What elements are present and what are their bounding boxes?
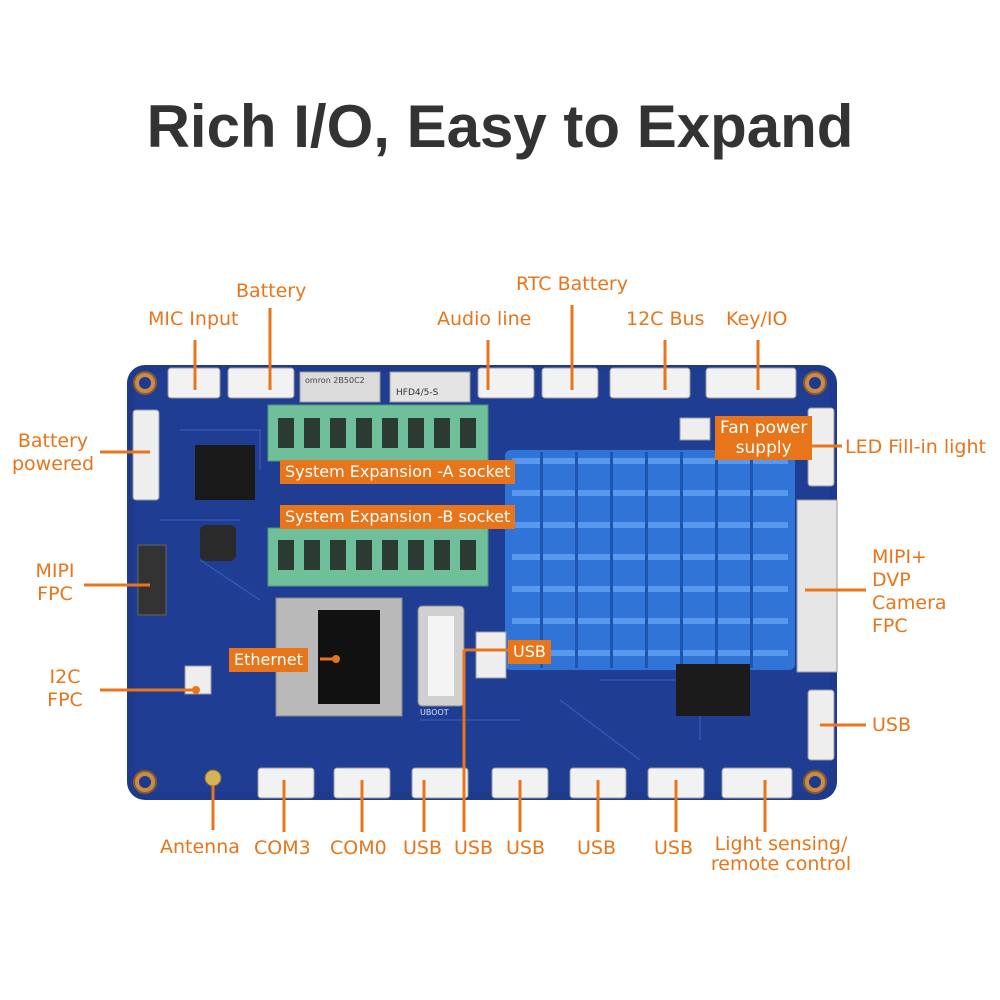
- relay: [299, 371, 381, 403]
- label-i2c-bus: 12C Bus: [626, 308, 705, 330]
- silkscreen-uboot: UBOOT: [420, 708, 449, 717]
- camera-fpc-connector: [796, 499, 838, 673]
- fan-connector: [679, 417, 711, 441]
- page-title: Rich I/O, Easy to Expand: [146, 93, 854, 160]
- label-expansion-b: System Expansion -B socket: [280, 505, 516, 529]
- label-light-sensing: Light sensing/ remote control: [710, 833, 852, 875]
- label-battery: Battery: [236, 280, 307, 302]
- label-mipi-dvp-camera-fpc: MIPI+ DVP Camera FPC: [872, 546, 947, 637]
- terminal-block-a: [267, 404, 489, 462]
- label-usb-bottom-1: USB: [403, 837, 443, 859]
- label-com3: COM3: [254, 837, 311, 859]
- label-antenna: Antenna: [160, 836, 240, 858]
- chip: [676, 664, 750, 716]
- label-battery-powered: Battery powered: [11, 430, 95, 475]
- label-usb-right: USB: [872, 714, 912, 736]
- silkscreen-relay: HFD4/5-S: [396, 388, 439, 398]
- label-usb-inner: USB: [508, 640, 551, 664]
- label-usb-bottom-5: USB: [654, 837, 694, 859]
- chip: [200, 525, 236, 561]
- label-com0: COM0: [330, 837, 387, 859]
- label-expansion-a: System Expansion -A socket: [280, 460, 516, 484]
- label-ethernet: Ethernet: [229, 648, 308, 672]
- bottom-connectors: [257, 767, 793, 799]
- label-audio-line: Audio line: [437, 308, 532, 330]
- label-usb-bottom-3: USB: [506, 837, 546, 859]
- heatsink: [505, 450, 795, 670]
- top-connectors: [167, 367, 797, 399]
- label-key-io: Key/IO: [726, 308, 788, 330]
- label-led-fill-light: LED Fill-in light: [845, 436, 986, 458]
- battery-connector: [132, 409, 160, 501]
- silkscreen-chip: omron 2B50C2: [305, 376, 365, 385]
- leader-lines: [84, 305, 866, 832]
- label-rtc-battery: RTC Battery: [516, 273, 628, 295]
- label-fan-power: Fan power supply: [715, 416, 813, 460]
- label-usb-bottom-2: USB: [454, 837, 494, 859]
- chip: [195, 445, 255, 500]
- terminal-block-b: [267, 527, 489, 587]
- antenna-connector: [204, 769, 222, 787]
- label-usb-bottom-4: USB: [577, 837, 617, 859]
- mipi-fpc-connector: [137, 544, 167, 616]
- relay: [389, 371, 471, 403]
- label-mic-input: MIC Input: [148, 308, 239, 330]
- label-mipi-fpc: MIPI FPC: [35, 560, 75, 605]
- usb-inner-connector: [475, 631, 507, 679]
- label-i2c-fpc: I2C FPC: [47, 666, 83, 711]
